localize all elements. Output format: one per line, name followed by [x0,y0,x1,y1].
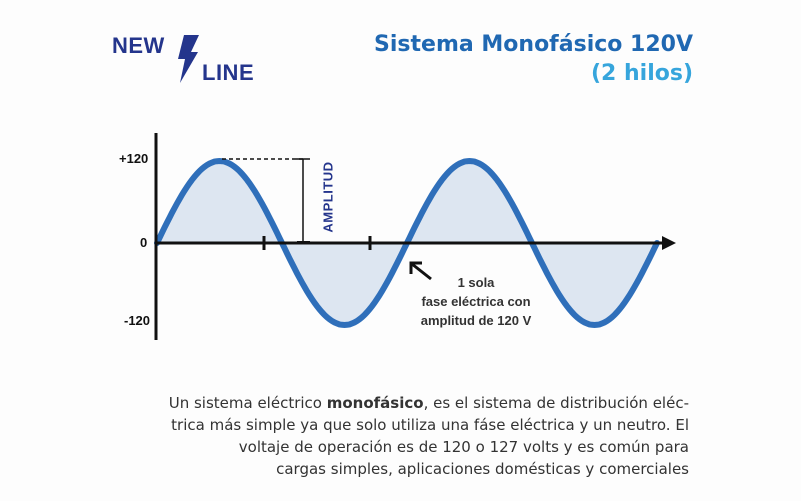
y-label-bottom: -120 [124,313,151,328]
annotation-arrow-icon [409,261,432,281]
title-line1: Sistema Monofásico 120V [374,32,693,57]
logo-word-line: LINE [202,60,255,85]
x-axis-arrow-icon [662,236,676,250]
page-title: Sistema Monofásico 120V (2 hilos) [374,30,693,88]
logo-word-new: NEW [112,33,165,58]
y-label-top: +120 [119,151,149,166]
y-label-zero: 0 [140,235,148,250]
bold-term: monofásico [326,394,424,412]
lightning-bolt-icon [178,35,199,83]
title-line2: (2 hilos) [590,61,693,86]
logo: NEW LINE [112,33,272,88]
description-paragraph: Un sistema eléctrico monofásico, es el s… [168,394,689,478]
phase-note: 1 sola fase eléctrica con amplitud de 12… [420,275,532,328]
amplitude-label: AMPLITUD [320,161,336,233]
